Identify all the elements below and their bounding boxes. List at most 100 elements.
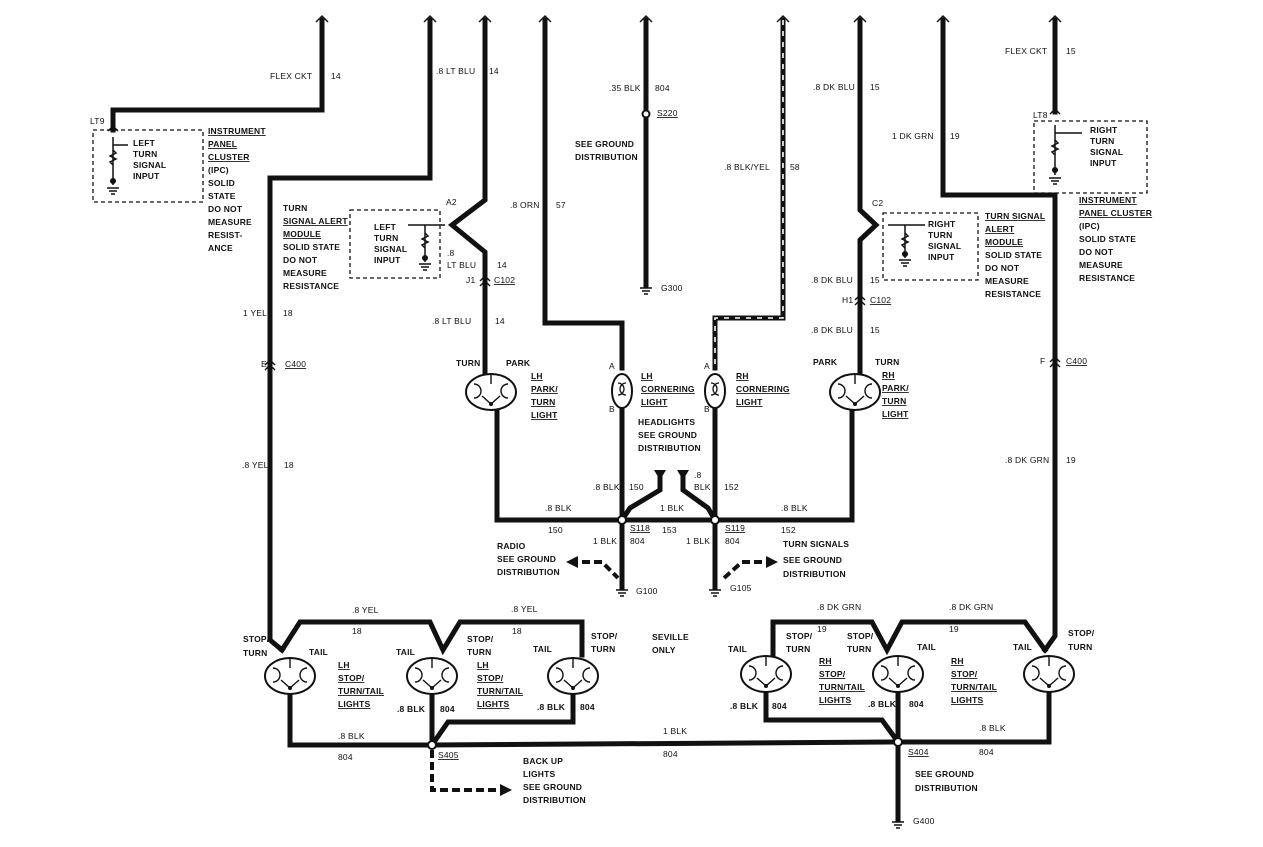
label-yel-18b: .8 YEL xyxy=(242,460,269,470)
lh-stop-turn-bulb-2 xyxy=(406,657,458,695)
label-rh-st2-2: STOP/ xyxy=(951,669,978,679)
label-s119-804: 804 xyxy=(725,536,740,546)
label-right-sig-4: INPUT xyxy=(1090,158,1117,168)
label-tsa-l-4: SOLID STATE xyxy=(283,242,340,252)
label-park-l: PARK xyxy=(506,358,531,368)
label-gd-404-2: DISTRIBUTION xyxy=(915,783,978,793)
label-ipc-l-9: RESIST- xyxy=(208,230,242,240)
label-ipc-r-3: (IPC) xyxy=(1079,221,1100,231)
label-b-rh: B xyxy=(704,404,710,414)
label-left-ts-2: TURN xyxy=(374,233,398,243)
label-lh-pt-3: TURN xyxy=(531,397,555,407)
label-num-804-m: 804 xyxy=(663,749,678,759)
label-blk-804-r: .8 BLK xyxy=(979,723,1006,733)
label-right-ts-1: RIGHT xyxy=(928,219,956,229)
label-bu-4: DISTRIBUTION xyxy=(523,795,586,805)
label-dk-blu-15c-num: 15 xyxy=(870,325,880,335)
label-tail-1: TAIL xyxy=(309,647,328,657)
label-blk-804-s118: 1 BLK xyxy=(593,536,617,546)
label-ipc-l-7: DO NOT xyxy=(208,204,243,214)
lh-stop-turn-bulb-1 xyxy=(264,657,316,695)
label-blk-804-l: .8 BLK xyxy=(338,731,365,741)
wire-orn-57 xyxy=(542,17,625,371)
label-hl-3: DISTRIBUTION xyxy=(638,443,701,453)
label-flex-14-num: 14 xyxy=(331,71,341,81)
label-ipc-l-4: (IPC) xyxy=(208,165,229,175)
label-num-804-t3: 804 xyxy=(772,701,787,711)
component-boxes xyxy=(92,120,1148,281)
label-stop-turn-5a: STOP/ xyxy=(847,631,874,641)
label-dk-blu-15a: .8 DK BLU xyxy=(813,82,855,92)
label-dk-blu-15b-num: 15 xyxy=(870,275,880,285)
label-right-sig-2: TURN xyxy=(1090,136,1114,146)
label-rh-pt-2: PARK/ xyxy=(882,383,909,393)
label-flex-15-num: 15 xyxy=(1066,46,1076,56)
label-blk-150a-num: 150 xyxy=(629,482,644,492)
label-blk-804-t4: .8 BLK xyxy=(868,699,897,709)
label-dk-grn-19a: 1 DK GRN xyxy=(892,131,934,141)
label-tsa-r-5: DO NOT xyxy=(985,263,1020,273)
label-num-804-r: 804 xyxy=(979,747,994,757)
label-blk-yel-58: .8 BLK/YEL xyxy=(724,162,770,172)
wire-blk-150 xyxy=(494,405,625,523)
label-lh-st-4: LIGHTS xyxy=(338,699,370,709)
label-yel-18b-num: 18 xyxy=(284,460,294,470)
label-lh-st2-1: LH xyxy=(477,660,489,670)
label-blk-152b-num: 152 xyxy=(781,525,796,535)
label-ipc-l-3: CLUSTER xyxy=(208,152,250,162)
label-g400: G400 xyxy=(913,816,935,826)
label-ipc-l-6: STATE xyxy=(208,191,236,201)
label-lh-st2-4: LIGHTS xyxy=(477,699,509,709)
ground-leaders xyxy=(430,470,778,796)
label-orn-57-num: 57 xyxy=(556,200,566,210)
wire-yel-rear xyxy=(278,619,585,658)
label-ipc-r-7: RESISTANCE xyxy=(1079,273,1135,283)
label-tsa-r-7: RESISTANCE xyxy=(985,289,1041,299)
label-s220: S220 xyxy=(657,108,678,118)
label-left-sig-1: LEFT xyxy=(133,138,156,148)
label-see-gd-1a: SEE GROUND xyxy=(575,139,634,149)
label-right-sig-1: RIGHT xyxy=(1090,125,1118,135)
label-dk-grn-19d-num: 19 xyxy=(949,624,959,634)
label-radio-1: RADIO xyxy=(497,541,526,551)
label-g300: G300 xyxy=(661,283,683,293)
splices xyxy=(427,109,903,750)
label-right-ts-2: TURN xyxy=(928,230,952,240)
label-hl-1: HEADLIGHTS xyxy=(638,417,695,427)
label-s404: S404 xyxy=(908,747,929,757)
label-lt9: LT9 xyxy=(90,116,105,126)
label-tsa-l-6: MEASURE xyxy=(283,268,327,278)
label-bu-2: LIGHTS xyxy=(523,769,555,779)
label-bu-1: BACK UP xyxy=(523,756,563,766)
wire-dk-grn-rear xyxy=(770,619,1049,658)
label-stop-turn-3a: STOP/ xyxy=(591,631,618,641)
label-right-sig-3: SIGNAL xyxy=(1090,147,1123,157)
label-seville-2: ONLY xyxy=(652,645,676,655)
label-left-sig-3: SIGNAL xyxy=(133,160,166,170)
label-ipc-l-2: PANEL xyxy=(208,139,237,149)
label-dk-grn-19d: .8 DK GRN xyxy=(949,602,993,612)
rh-stop-turn-bulb-2 xyxy=(872,655,924,693)
label-right-ts-4: INPUT xyxy=(928,252,955,262)
label-num-804-l: 804 xyxy=(338,752,353,762)
label-s119: S119 xyxy=(725,523,745,533)
label-park-r: PARK xyxy=(813,357,838,367)
connectors xyxy=(107,15,1062,371)
label-a-lh: A xyxy=(609,361,615,371)
label-s405: S405 xyxy=(438,750,459,760)
label-stop-turn-1a: STOP/ xyxy=(243,634,270,644)
label-gd-404-1: SEE GROUND xyxy=(915,769,974,779)
label-lh-c-1: LH xyxy=(641,371,653,381)
label-ts-gd-1: TURN SIGNALS xyxy=(783,539,849,549)
label-lh-st2-2: STOP/ xyxy=(477,673,504,683)
label-c2: C2 xyxy=(872,198,883,208)
label-a-rh: A xyxy=(704,361,710,371)
label-yel-18a: 1 YEL xyxy=(243,308,267,318)
wire-804-rear-r3 xyxy=(895,687,1052,745)
label-tail-5: TAIL xyxy=(917,642,936,652)
label-s118-804: 804 xyxy=(630,536,645,546)
label-ipc-r-1: INSTRUMENT xyxy=(1079,195,1137,205)
label-blk-804-t3: .8 BLK xyxy=(730,701,759,711)
label-stop-turn-6b: TURN xyxy=(1068,642,1092,652)
label-lt-blu-8-num: 14 xyxy=(497,260,507,270)
